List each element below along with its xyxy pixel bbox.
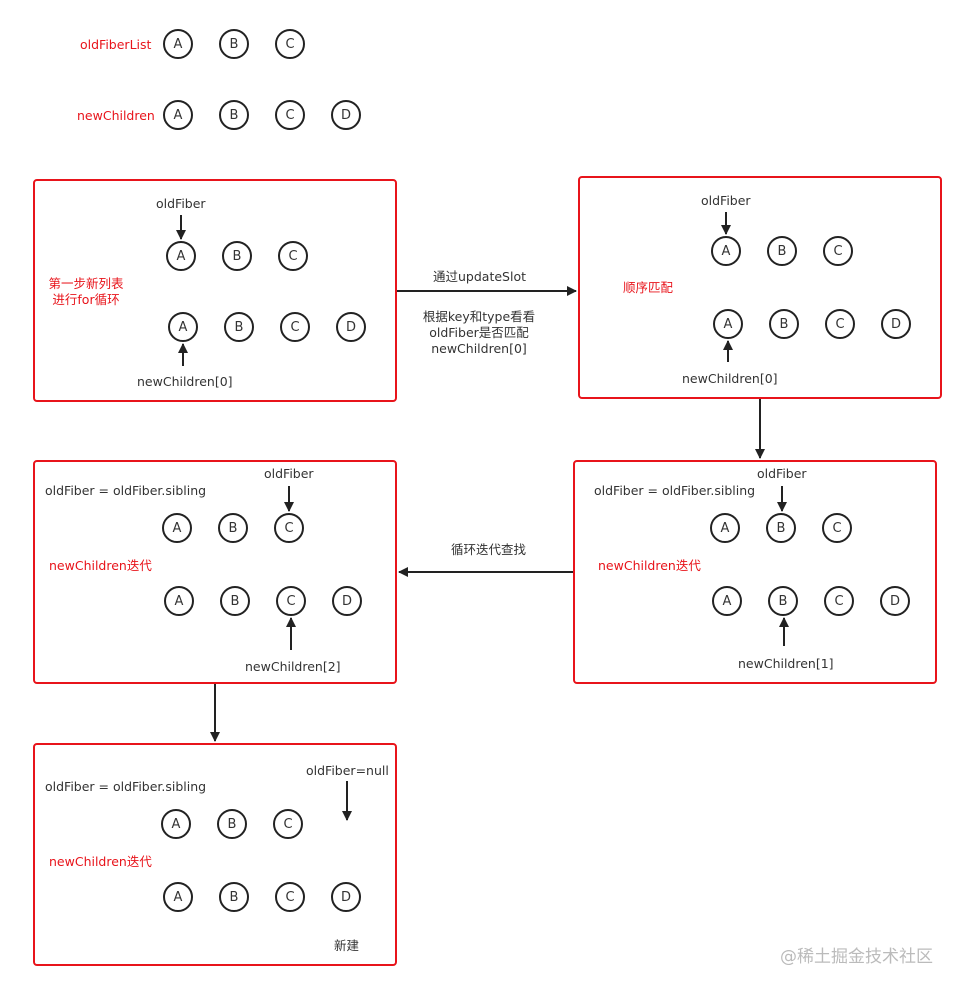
legend-old-label: oldFiberList bbox=[80, 37, 152, 52]
step4-new-node-a: A bbox=[164, 586, 194, 616]
step1-side-label-line1: 第一步新列表 bbox=[48, 276, 124, 291]
step4-new-node-c: C bbox=[276, 586, 306, 616]
edge1-label-block: 根据key和type看看 oldFiber是否匹配 newChildren[0] bbox=[414, 309, 544, 357]
step2-newchildren-pointer-label: newChildren[0] bbox=[682, 371, 778, 386]
step5-box bbox=[33, 743, 397, 966]
step3-new-node-c: C bbox=[824, 586, 854, 616]
edge1-label-line1: 根据key和type看看 bbox=[422, 309, 536, 324]
step1-new-node-d: D bbox=[336, 312, 366, 342]
step5-new-node-d: D bbox=[331, 882, 361, 912]
legend-new-node-b: B bbox=[219, 100, 249, 130]
step1-side-label-line2: 进行for循环 bbox=[52, 292, 120, 307]
edge1-label-top: 通过updateSlot bbox=[433, 269, 526, 284]
step4-box bbox=[33, 460, 397, 684]
step2-side-label: 顺序匹配 bbox=[623, 280, 674, 295]
step2-new-node-c: C bbox=[825, 309, 855, 339]
step4-old-node-b: B bbox=[218, 513, 248, 543]
step4-newchildren-pointer-label: newChildren[2] bbox=[245, 659, 341, 674]
step1-new-node-a: A bbox=[168, 312, 198, 342]
legend-new-node-d: D bbox=[331, 100, 361, 130]
step2-new-node-d: D bbox=[881, 309, 911, 339]
step2-old-node-c: C bbox=[823, 236, 853, 266]
step3-new-node-b: B bbox=[768, 586, 798, 616]
step5-old-node-a: A bbox=[161, 809, 191, 839]
legend-old-node-c: C bbox=[275, 29, 305, 59]
edge2-label: 循环迭代查找 bbox=[451, 542, 527, 557]
step1-old-node-a: A bbox=[166, 241, 196, 271]
step4-old-node-c: C bbox=[274, 513, 304, 543]
step3-box bbox=[573, 460, 937, 684]
step1-old-node-c: C bbox=[278, 241, 308, 271]
step3-assign-text: oldFiber = oldFiber.sibling bbox=[594, 483, 756, 498]
edge1-label-line2: oldFiber是否匹配 bbox=[429, 325, 529, 340]
step4-old-node-a: A bbox=[162, 513, 192, 543]
step4-assign-text: oldFiber = oldFiber.sibling bbox=[45, 483, 207, 498]
watermark: @稀土掘金技术社区 bbox=[780, 947, 933, 967]
step1-old-node-b: B bbox=[222, 241, 252, 271]
step5-new-node-b: B bbox=[219, 882, 249, 912]
step4-side-label: newChildren迭代 bbox=[49, 558, 152, 573]
legend-old-node-b: B bbox=[219, 29, 249, 59]
step3-side-label: newChildren迭代 bbox=[598, 558, 701, 573]
step3-old-node-b: B bbox=[766, 513, 796, 543]
step4-oldfiber-pointer-label: oldFiber bbox=[264, 466, 314, 481]
legend-new-node-c: C bbox=[275, 100, 305, 130]
step2-old-node-a: A bbox=[711, 236, 741, 266]
step2-old-node-b: B bbox=[767, 236, 797, 266]
step1-oldfiber-pointer-label: oldFiber bbox=[156, 196, 206, 211]
step1-new-node-c: C bbox=[280, 312, 310, 342]
step1-side-label: 第一步新列表 进行for循环 bbox=[45, 276, 127, 308]
step5-oldfiber-null-label: oldFiber=null bbox=[306, 763, 389, 778]
step2-new-node-b: B bbox=[769, 309, 799, 339]
step1-newchildren-pointer-label: newChildren[0] bbox=[137, 374, 233, 389]
step5-new-note: 新建 bbox=[334, 938, 360, 953]
step1-new-node-b: B bbox=[224, 312, 254, 342]
step5-old-node-c: C bbox=[273, 809, 303, 839]
legend-new-node-a: A bbox=[163, 100, 193, 130]
step5-side-label: newChildren迭代 bbox=[49, 854, 152, 869]
step2-box bbox=[578, 176, 942, 399]
step5-new-node-c: C bbox=[275, 882, 305, 912]
step4-new-node-d: D bbox=[332, 586, 362, 616]
step3-newchildren-pointer-label: newChildren[1] bbox=[738, 656, 834, 671]
step5-assign-text: oldFiber = oldFiber.sibling bbox=[45, 779, 207, 794]
step3-old-node-c: C bbox=[822, 513, 852, 543]
step1-box bbox=[33, 179, 397, 402]
step5-new-node-a: A bbox=[163, 882, 193, 912]
step2-oldfiber-pointer-label: oldFiber bbox=[701, 193, 751, 208]
step5-old-node-b: B bbox=[217, 809, 247, 839]
edge1-label-line3: newChildren[0] bbox=[431, 341, 527, 356]
step3-oldfiber-pointer-label: oldFiber bbox=[757, 466, 807, 481]
step3-old-node-a: A bbox=[710, 513, 740, 543]
step3-new-node-d: D bbox=[880, 586, 910, 616]
step3-new-node-a: A bbox=[712, 586, 742, 616]
step2-new-node-a: A bbox=[713, 309, 743, 339]
legend-new-label: newChildren bbox=[77, 108, 155, 123]
legend-old-node-a: A bbox=[163, 29, 193, 59]
step4-new-node-b: B bbox=[220, 586, 250, 616]
